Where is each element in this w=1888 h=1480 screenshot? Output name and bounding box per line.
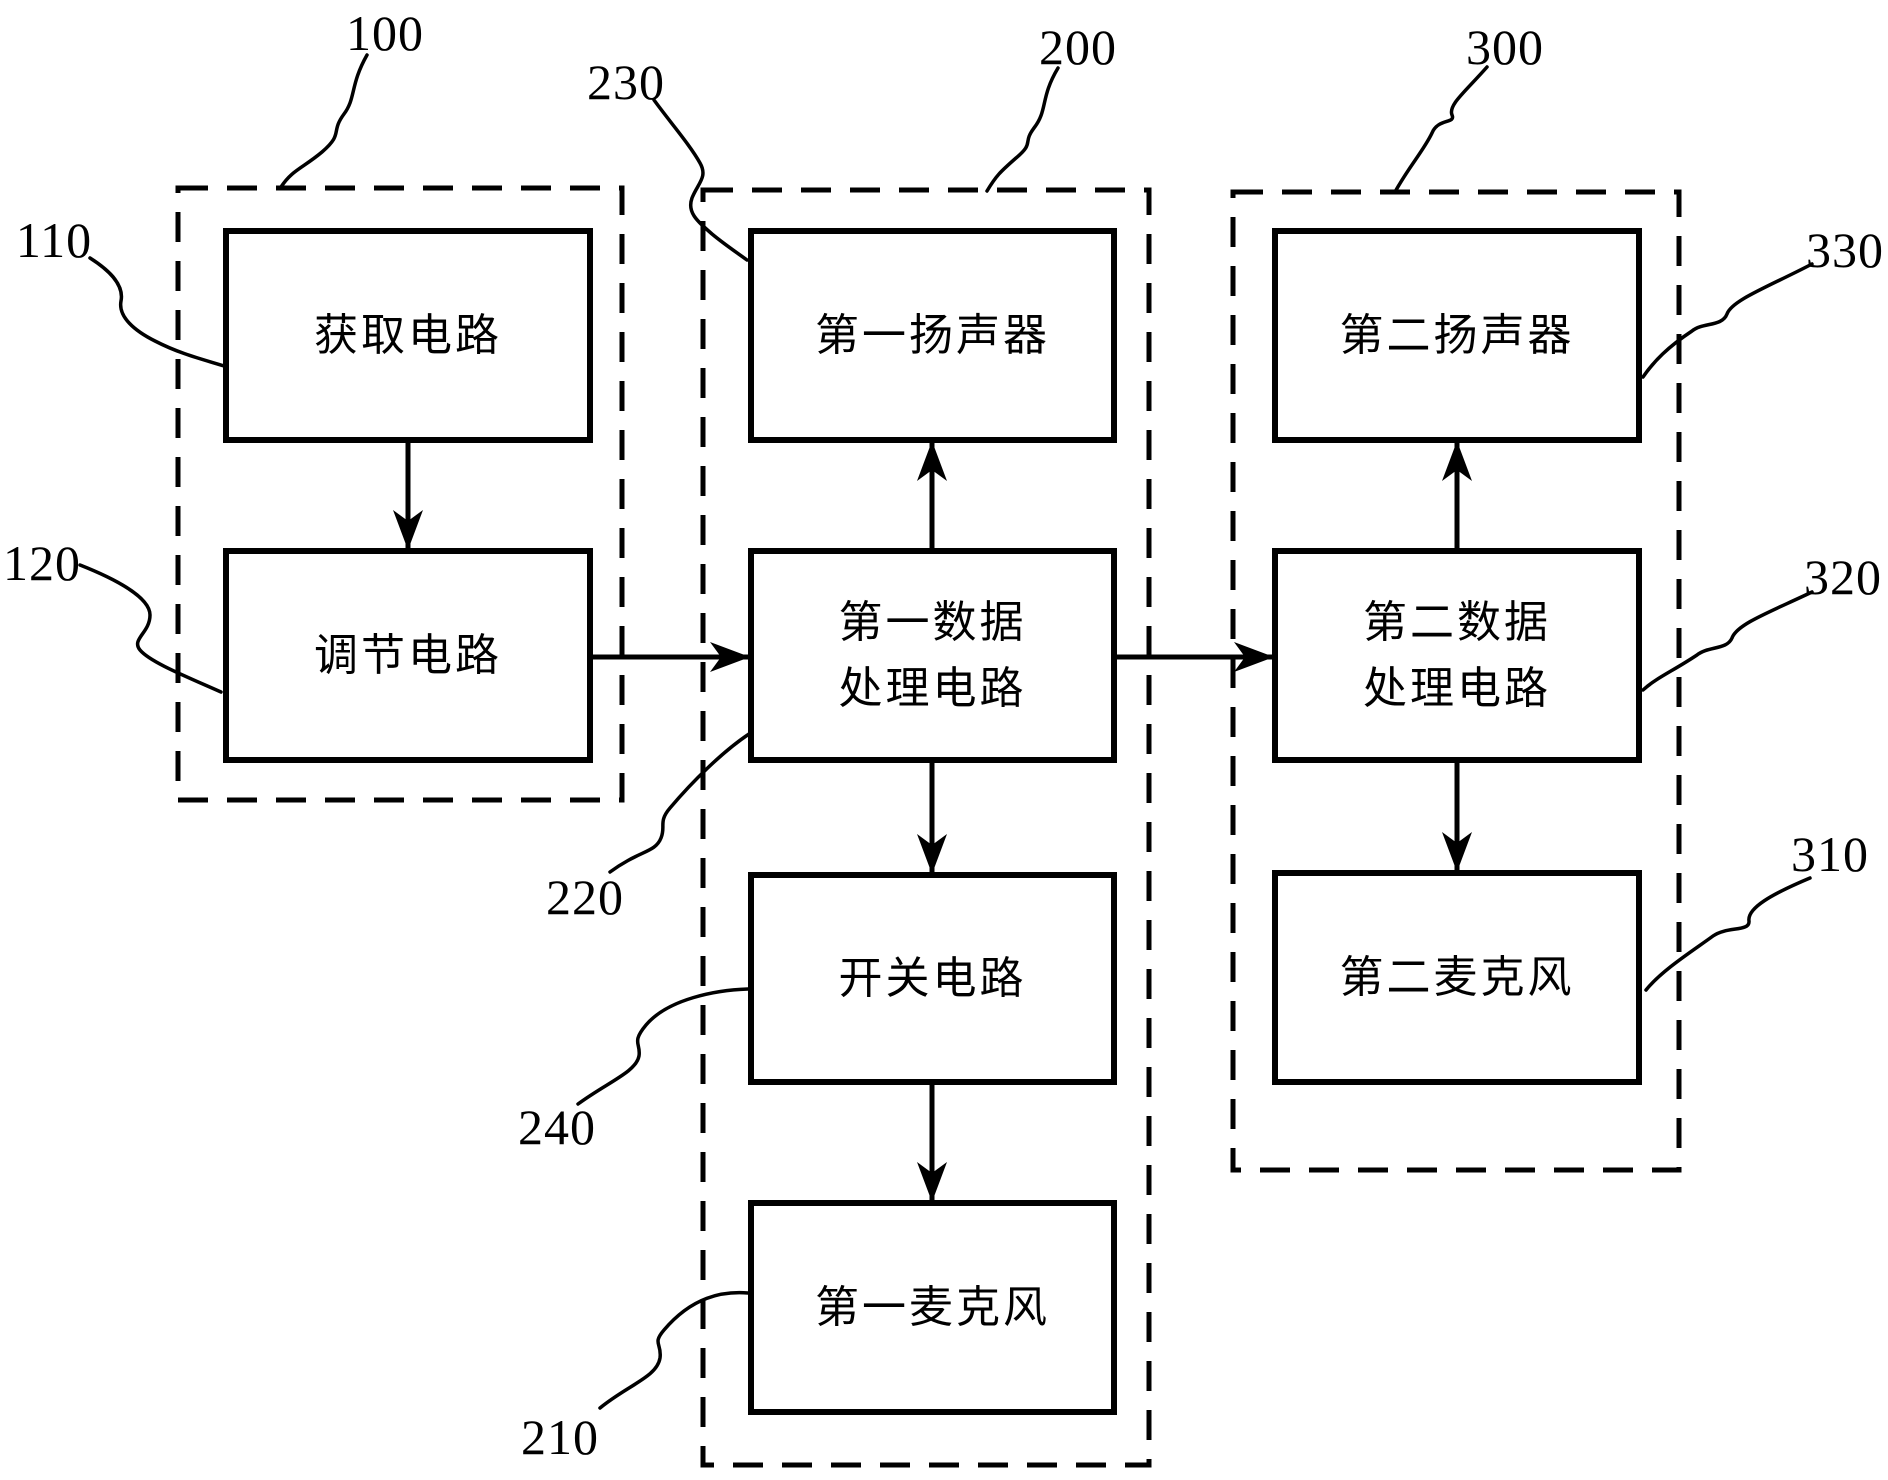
leader-110 xyxy=(88,256,226,368)
group-200 xyxy=(700,187,1152,1468)
box-label-acquisition-circuit: 获取电路 xyxy=(314,310,502,360)
box-label-second-data-processing-circuit: 第二数据 处理电路 xyxy=(1363,597,1551,713)
box-label-second-speaker: 第二扬声器 xyxy=(1339,310,1575,360)
ref-120: 120 xyxy=(3,535,81,591)
box-label-adjustment-circuit: 调节电路 xyxy=(314,630,502,680)
dashed-group-borders xyxy=(175,185,1682,1468)
box-adjustment-circuit: 调节电路 xyxy=(223,548,593,763)
ref-240: 240 xyxy=(518,1099,596,1155)
leader-220 xyxy=(608,732,751,874)
leader-320 xyxy=(1641,590,1814,692)
leader-210 xyxy=(598,1290,750,1410)
ref-300: 300 xyxy=(1466,19,1544,75)
box-second-microphone: 第二麦克风 xyxy=(1272,870,1642,1085)
box-label-first-data-processing-circuit: 第一数据 处理电路 xyxy=(838,597,1027,713)
ref-210: 210 xyxy=(521,1409,599,1465)
leader-230 xyxy=(652,98,749,262)
ref-110: 110 xyxy=(15,212,93,268)
leader-330 xyxy=(1641,262,1814,379)
leader-200 xyxy=(985,66,1060,193)
group-100 xyxy=(175,185,625,803)
group-300 xyxy=(1230,189,1682,1173)
reference-leader-lines xyxy=(78,53,1814,1410)
ref-320: 320 xyxy=(1804,549,1882,605)
leader-120 xyxy=(78,563,223,694)
leader-240 xyxy=(576,987,750,1106)
box-label-second-microphone: 第二麦克风 xyxy=(1339,952,1575,1002)
ref-330: 330 xyxy=(1806,222,1884,278)
box-second-speaker: 第二扬声器 xyxy=(1272,228,1642,443)
leader-310 xyxy=(1644,876,1812,992)
flow-arrows xyxy=(393,440,1472,1203)
box-switch-circuit: 开关电路 xyxy=(748,872,1117,1085)
box-acquisition-circuit: 获取电路 xyxy=(223,228,593,443)
box-first-speaker: 第一扬声器 xyxy=(748,228,1117,443)
box-label-first-microphone: 第一麦克风 xyxy=(815,1282,1050,1332)
leader-300 xyxy=(1393,65,1489,194)
ref-200: 200 xyxy=(1039,19,1117,75)
leader-100 xyxy=(279,53,369,189)
ref-310: 310 xyxy=(1791,826,1869,882)
ref-230: 230 xyxy=(587,54,665,110)
box-first-microphone: 第一麦克风 xyxy=(748,1200,1117,1415)
ref-100: 100 xyxy=(346,5,424,61)
box-first-data-processing-circuit: 第一数据 处理电路 xyxy=(748,548,1117,763)
ref-220: 220 xyxy=(546,869,624,925)
box-label-switch-circuit: 开关电路 xyxy=(838,953,1027,1003)
box-second-data-processing-circuit: 第二数据 处理电路 xyxy=(1272,548,1642,763)
box-label-first-speaker: 第一扬声器 xyxy=(815,310,1050,360)
